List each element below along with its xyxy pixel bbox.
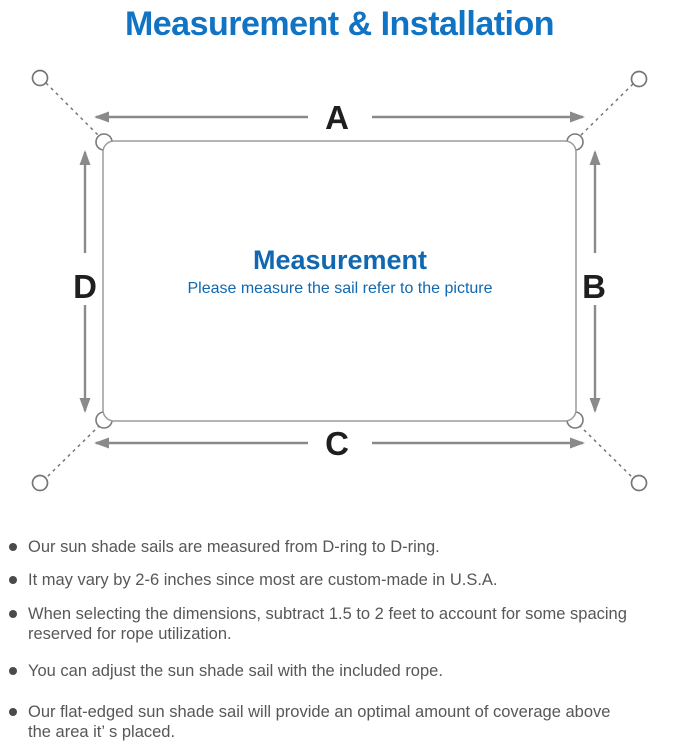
note-text: Our flat-edged sun shade sail will provi…: [28, 703, 611, 741]
anchor-point-top-right: [630, 70, 648, 88]
label-dimension-d: D: [73, 268, 97, 305]
measurement-heading: Measurement: [253, 245, 427, 275]
label-dimension-a: A: [325, 99, 349, 136]
anchor-point-bottom-left: [31, 474, 49, 492]
page-title: Measurement & Installation: [124, 5, 555, 43]
sail-outline: [102, 140, 577, 422]
dashed-rope-top-left: [45, 82, 101, 138]
list-item: When selecting the dimensions, subtract …: [9, 604, 673, 644]
note-text: Our sun shade sails are measured from D-…: [28, 538, 440, 556]
notes-list: Our sun shade sails are measured from D-…: [9, 537, 673, 742]
note-text: You can adjust the sun shade sail with t…: [28, 662, 443, 680]
dashed-rope-bottom-right: [578, 424, 634, 479]
measurement-subheading: Please measure the sail refer to the pic…: [187, 280, 492, 297]
bullet-icon: [9, 667, 17, 675]
dashed-rope-top-right: [578, 83, 634, 138]
note-text: When selecting the dimensions, subtract …: [28, 605, 627, 643]
anchor-point-top-left: [31, 69, 49, 87]
list-item: Our flat-edged sun shade sail will provi…: [9, 702, 673, 742]
anchor-point-bottom-right: [630, 474, 648, 492]
measurement-diagram: A C D B Measurement Please measure the s…: [31, 69, 648, 492]
list-item: It may vary by 2-6 inches since most are…: [9, 570, 673, 590]
dashed-rope-bottom-left: [45, 424, 101, 479]
list-item: You can adjust the sun shade sail with t…: [9, 661, 673, 681]
label-dimension-b: B: [582, 268, 606, 305]
note-text: It may vary by 2-6 inches since most are…: [28, 571, 498, 589]
list-item: Our sun shade sails are measured from D-…: [9, 537, 673, 557]
bullet-icon: [9, 610, 17, 618]
bullet-icon: [9, 543, 17, 551]
label-dimension-c: C: [325, 425, 349, 462]
bullet-icon: [9, 708, 17, 716]
bullet-icon: [9, 576, 17, 584]
